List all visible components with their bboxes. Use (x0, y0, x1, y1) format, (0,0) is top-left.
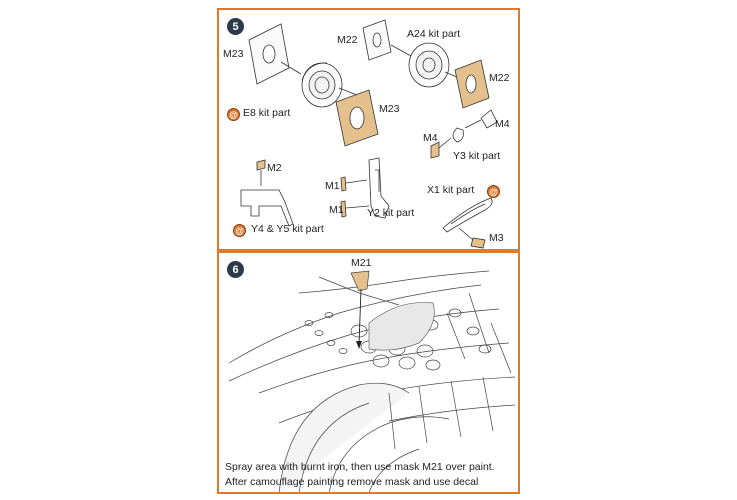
kit-part-icon: @ (233, 224, 246, 237)
label-m1-bottom: M1 (329, 204, 344, 216)
label-m21: M21 (351, 257, 372, 269)
label-m2: M2 (267, 162, 282, 174)
label-y4-y5-kit-part: Y4 & Y5 kit part (251, 223, 324, 235)
step-5-illustration (240, 19, 498, 249)
label-m23-top: M23 (223, 48, 244, 60)
step-5-panel: 5 (217, 8, 520, 251)
label-x1-kit-part: X1 kit part (427, 184, 475, 196)
label-m22-right: M22 (489, 72, 510, 84)
label-m4-right: M4 (495, 118, 510, 130)
label-y2-kit-part: Y2 kit part (367, 207, 415, 219)
label-a24-kit-part: A24 kit part (407, 28, 461, 40)
instruction-note-line-2: After camouflage painting remove mask an… (225, 476, 479, 488)
label-m1-top: M1 (325, 180, 340, 192)
kit-part-icon: @ (487, 185, 500, 198)
step-5-badge: 5 (227, 18, 244, 35)
label-m23-bottom: M23 (379, 103, 400, 115)
label-m3: M3 (489, 232, 504, 244)
label-m22-top: M22 (337, 34, 358, 46)
label-y3-kit-part: Y3 kit part (453, 150, 501, 162)
kit-part-icon: @ (227, 108, 240, 121)
label-m4-left: M4 (423, 132, 438, 144)
step-6-panel: 6 (217, 251, 520, 494)
step-6-badge: 6 (227, 261, 244, 278)
step-6-illustration (228, 270, 516, 492)
label-e8-kit-part: E8 kit part (243, 107, 291, 119)
instruction-note-line-1: Spray area with burnt iron, then use mas… (225, 461, 495, 473)
